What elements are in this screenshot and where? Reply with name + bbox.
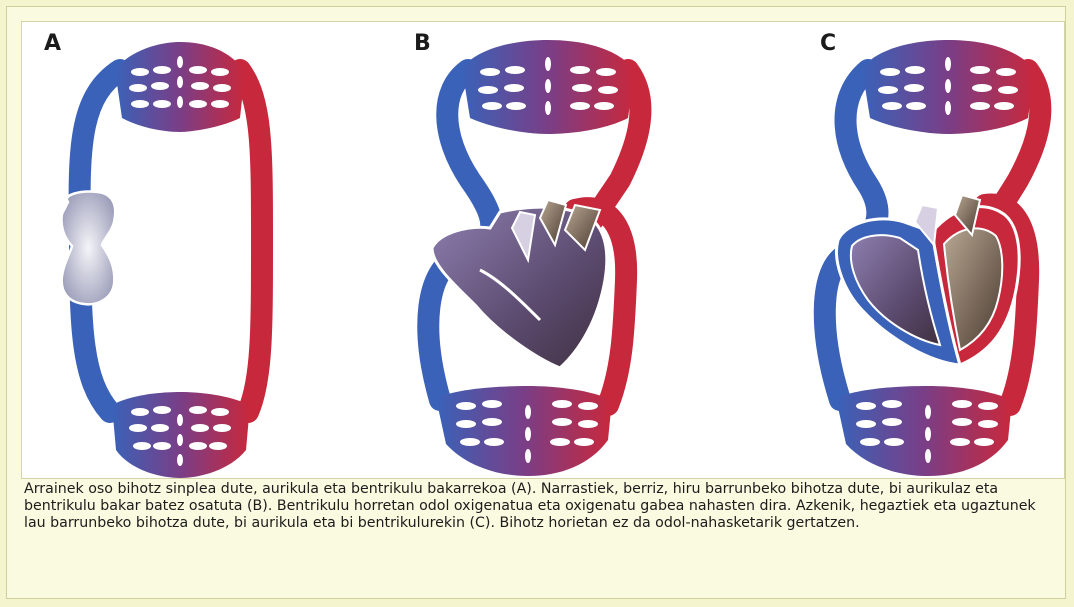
- circulation-diagram: [0, 0, 1074, 480]
- label-a: A: [44, 31, 61, 56]
- heart-diagram-a: [61, 42, 262, 478]
- figure-caption: Arrainek oso bihotz sinplea dute, auriku…: [24, 481, 1054, 532]
- label-c: C: [820, 31, 836, 56]
- heart-diagram-c: [825, 40, 1041, 476]
- heart-diagram-b: [428, 40, 640, 476]
- label-b: B: [414, 31, 431, 56]
